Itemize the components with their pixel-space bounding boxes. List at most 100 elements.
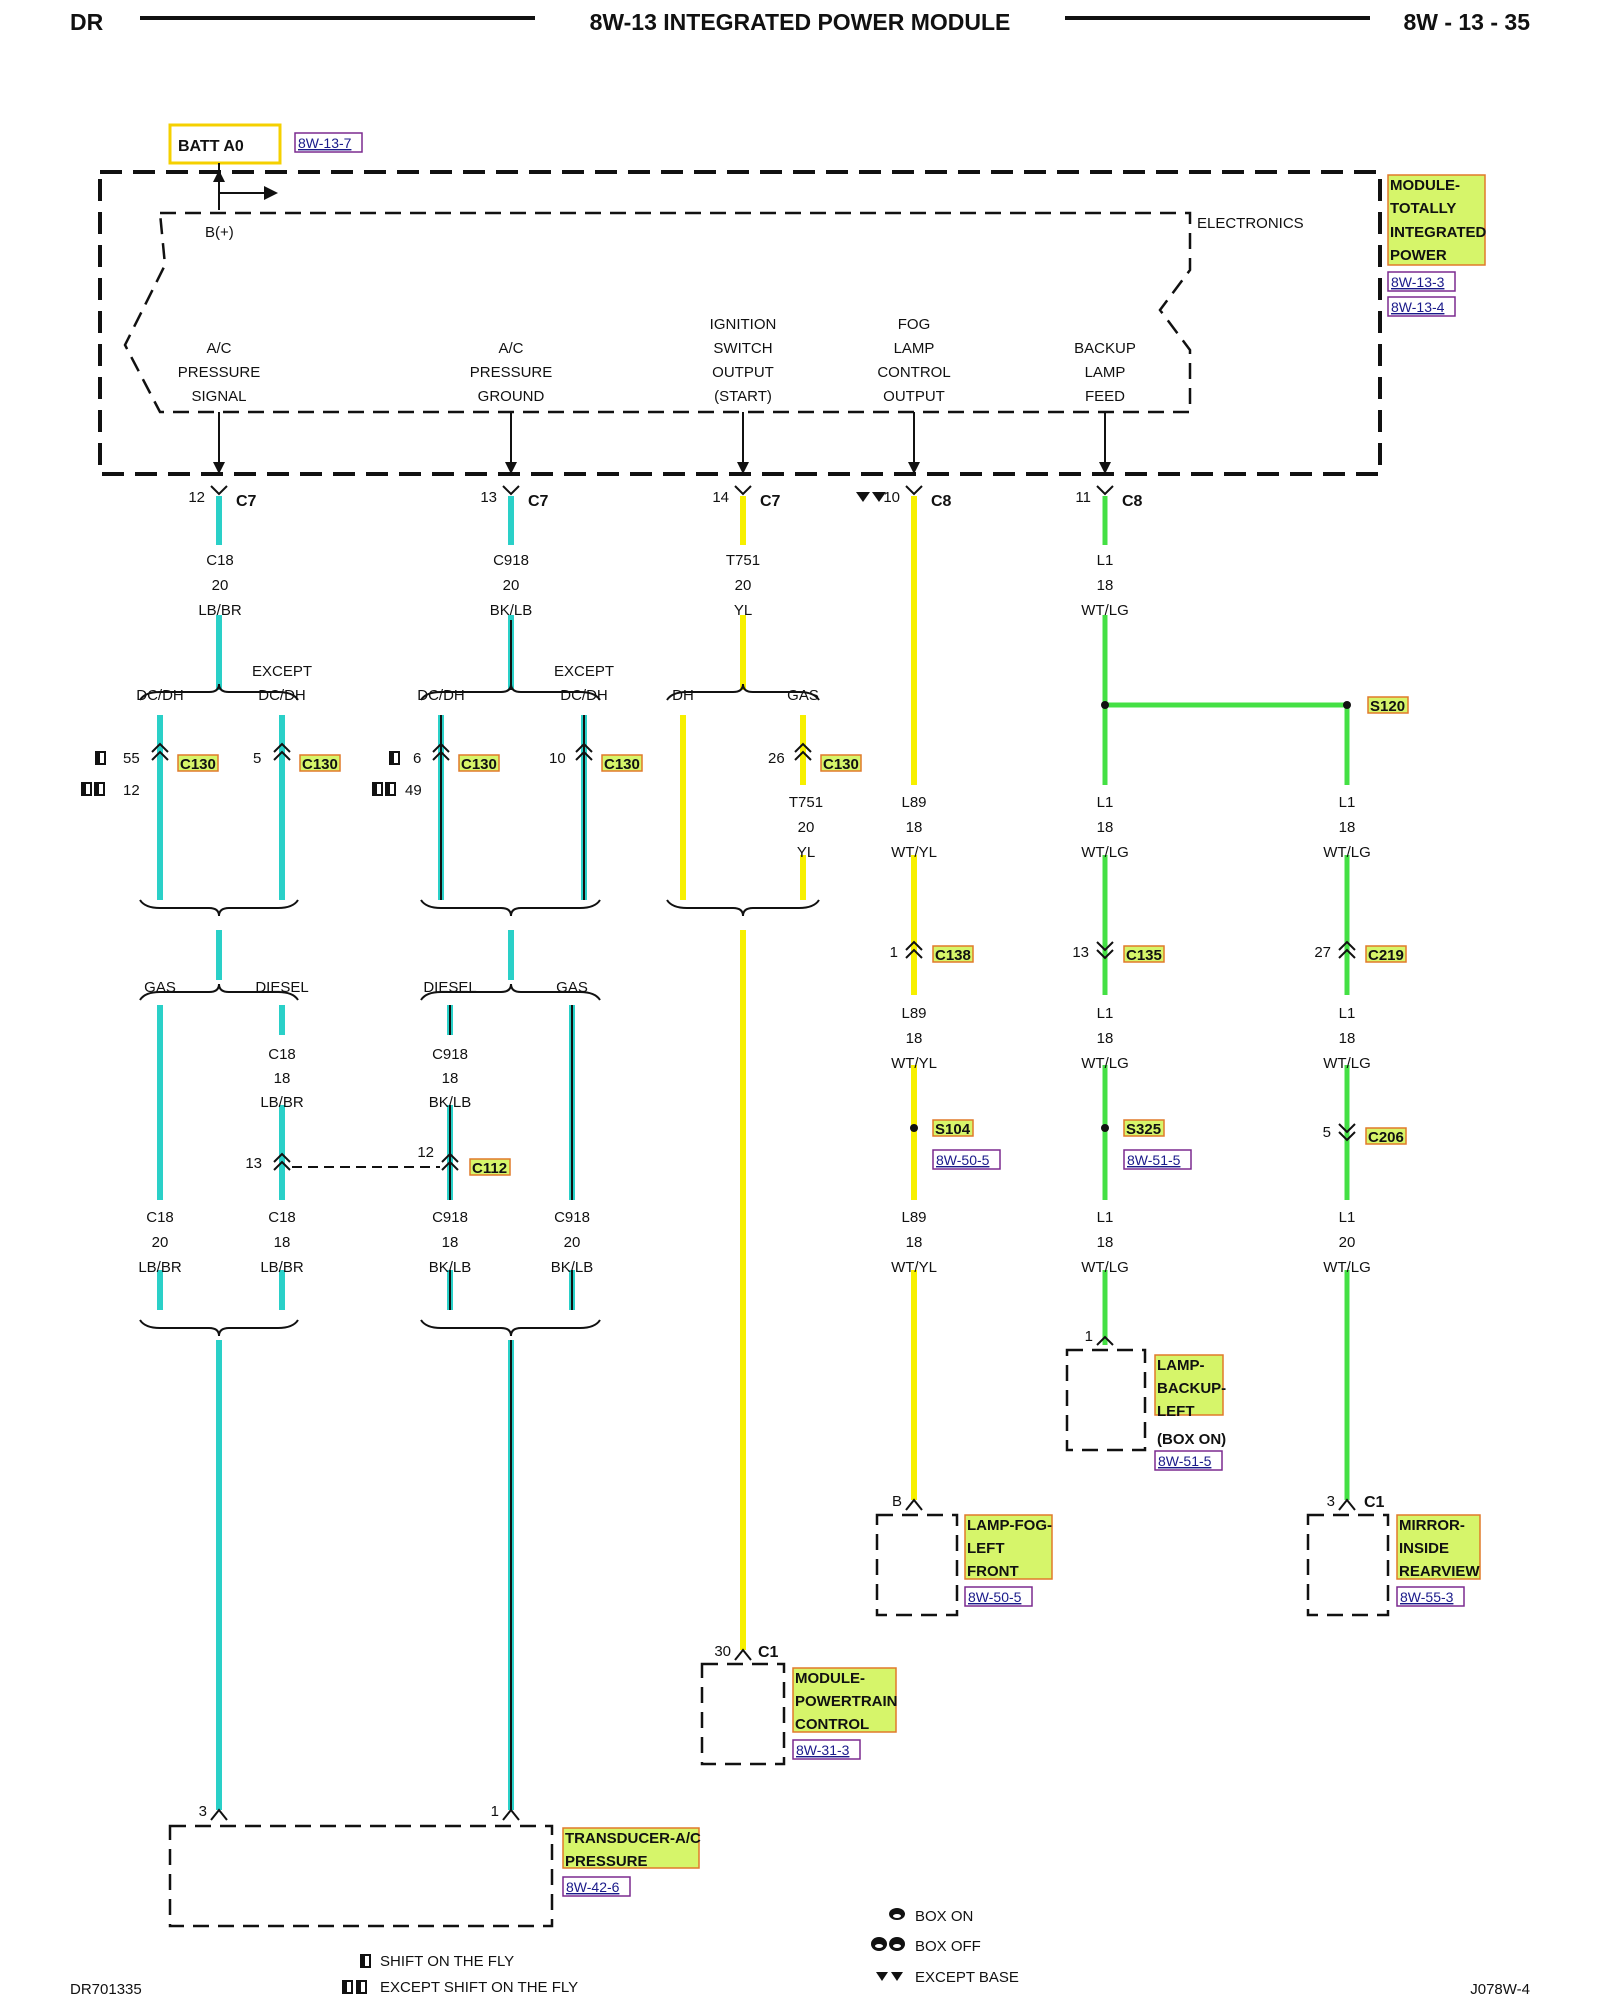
batt-ref[interactable]: 8W-13-7: [298, 135, 352, 151]
s104-label: S104: [935, 1121, 971, 1138]
mid-c918-gas: GAS: [556, 979, 588, 996]
c130-connector-symbols: [151, 742, 812, 761]
pcm-dev-ref[interactable]: 8W-31-3: [796, 1742, 850, 1758]
join-braces-bottom: [139, 1319, 601, 1337]
c18-w1-l3: LB/BR: [198, 602, 242, 619]
c18-dsl2-l3: LB/BR: [260, 1259, 304, 1276]
s120-tag: [1367, 696, 1409, 714]
s120-splice-dot-left: [1101, 701, 1109, 709]
s104-ref-box: [932, 1149, 1001, 1170]
s104-splice-dot: [910, 1124, 918, 1132]
c206-label: C206: [1368, 1129, 1404, 1146]
c130-pin-55: 55: [123, 750, 140, 767]
backup-w1-l2: 18: [1097, 819, 1114, 836]
c918-w1-l1: C918: [493, 552, 529, 569]
mid-c918-diesel: DIESEL: [423, 979, 476, 996]
pin2-num: 13: [480, 489, 497, 506]
fog-w2-l1: L89: [901, 1005, 926, 1022]
fog-w3-l3: WT/YL: [891, 1259, 937, 1276]
c18-dsl-l2: 18: [274, 1070, 291, 1087]
backup-lamp-tag: [1154, 1354, 1224, 1416]
c219-pin: 27: [1314, 944, 1331, 961]
fog-w2-l2: 18: [906, 1030, 923, 1047]
box-off-glyph-c130-1: [81, 782, 105, 796]
electronics-label: ELECTRONICS: [1197, 215, 1304, 232]
branch-braces-top: [139, 683, 820, 701]
module-ref1-box: [1387, 271, 1456, 292]
mirror-pin-3: 3: [1327, 1493, 1335, 1510]
c18-dsl2-l1: C18: [268, 1209, 296, 1226]
mirror-w2-l2: 18: [1339, 1030, 1356, 1047]
label-gaps: [120, 545, 1388, 1270]
legend-box-on: BOX ON: [915, 1908, 973, 1925]
transducer-tag: [562, 1827, 700, 1869]
backup-w1-l1: L1: [1097, 794, 1114, 811]
pin4-num: 10: [883, 489, 900, 506]
box-off-glyph-c130-2: [372, 782, 396, 796]
c18-gas2-l2: 20: [152, 1234, 169, 1251]
backup-dev-ref-box: [1154, 1450, 1223, 1471]
backup-dev-note: (BOX ON): [1157, 1431, 1226, 1448]
mirror-dev-ref[interactable]: 8W-55-3: [1400, 1589, 1454, 1605]
backup-dev-1: LAMP-: [1157, 1357, 1205, 1374]
c206-pin: 5: [1323, 1124, 1331, 1141]
s104-ref[interactable]: 8W-50-5: [936, 1152, 990, 1168]
c918-w1-l3: BK/LB: [490, 602, 533, 619]
c135-tag: [1123, 945, 1165, 963]
mirror-w1-l3: WT/LG: [1323, 844, 1371, 861]
out4-line1: FOG: [898, 316, 931, 333]
backup-pin-1: 1: [1085, 1328, 1093, 1345]
backup-w2-l3: WT/LG: [1081, 1055, 1129, 1072]
module-title-2: TOTALLY: [1390, 200, 1456, 217]
s325-splice-dot: [1101, 1124, 1109, 1132]
fog-w3-l2: 18: [906, 1234, 923, 1251]
c112-label: C112: [472, 1160, 507, 1177]
s104-tag: [932, 1119, 974, 1137]
module-ref-2[interactable]: 8W-13-4: [1391, 299, 1445, 315]
c918-dsl-l1: C918: [432, 1046, 468, 1063]
pin5-conn: C8: [1122, 493, 1143, 510]
batt-a0-box: [168, 123, 282, 165]
shift-fly-icon: [360, 1954, 371, 1968]
pin-connectors-top: [210, 485, 1114, 496]
transducer-dev-ref[interactable]: 8W-42-6: [566, 1879, 620, 1895]
fog-dev-ref-box: [964, 1586, 1033, 1607]
branch-t751-gas: GAS: [787, 687, 819, 704]
fog-dev-1: LAMP-FOG-: [967, 1517, 1052, 1534]
box-on-glyph-c130-2: [389, 751, 400, 765]
c135-pin: 13: [1072, 944, 1089, 961]
c130-pin-26: 26: [768, 750, 785, 767]
l1-w1-l3: WT/LG: [1081, 602, 1129, 619]
c918-dsl2-l3: BK/LB: [429, 1259, 472, 1276]
module-ref-1[interactable]: 8W-13-3: [1391, 274, 1445, 290]
mirror-device-pin: [1338, 1498, 1356, 1511]
c18-gas2-l1: C18: [146, 1209, 174, 1226]
legend-except-shift-on-fly: EXCEPT SHIFT ON THE FLY: [380, 1979, 578, 1996]
fog-w1-l2: 18: [906, 819, 923, 836]
s120-label: S120: [1370, 698, 1405, 715]
pcm-tag: [792, 1667, 897, 1733]
s325-ref[interactable]: 8W-51-5: [1127, 1152, 1181, 1168]
pcm-dev-1: MODULE-: [795, 1670, 865, 1687]
c112-connector-symbols: [273, 1152, 459, 1171]
pin4-conn: C8: [931, 493, 952, 510]
out4-line4: OUTPUT: [883, 388, 945, 405]
backup-lamp-device: [1065, 1348, 1147, 1452]
pin5-num: 11: [1075, 489, 1091, 506]
legend-shift-on-fly: SHIFT ON THE FLY: [380, 1953, 514, 1970]
out1-line1: A/C: [206, 340, 231, 357]
fog-dev-3: FRONT: [967, 1563, 1019, 1580]
mirror-dev-3: REARVIEW: [1399, 1563, 1480, 1580]
c918-dsl2-l1: C918: [432, 1209, 468, 1226]
backup-dev-ref[interactable]: 8W-51-5: [1158, 1453, 1212, 1469]
c112-pin-12: 12: [417, 1144, 434, 1161]
c918-gas2-l1: C918: [554, 1209, 590, 1226]
pcm-ref-box: [792, 1739, 861, 1760]
mid-c18-gas: GAS: [144, 979, 176, 996]
out2-line3: GROUND: [478, 388, 545, 405]
batt-ref-box: [294, 132, 363, 153]
backup-dev-3: LEFT: [1157, 1403, 1195, 1420]
fog-dev-ref[interactable]: 8W-50-5: [968, 1589, 1022, 1605]
box-off-icon: [871, 1937, 905, 1951]
fog-w2-l3: WT/YL: [891, 1055, 937, 1072]
